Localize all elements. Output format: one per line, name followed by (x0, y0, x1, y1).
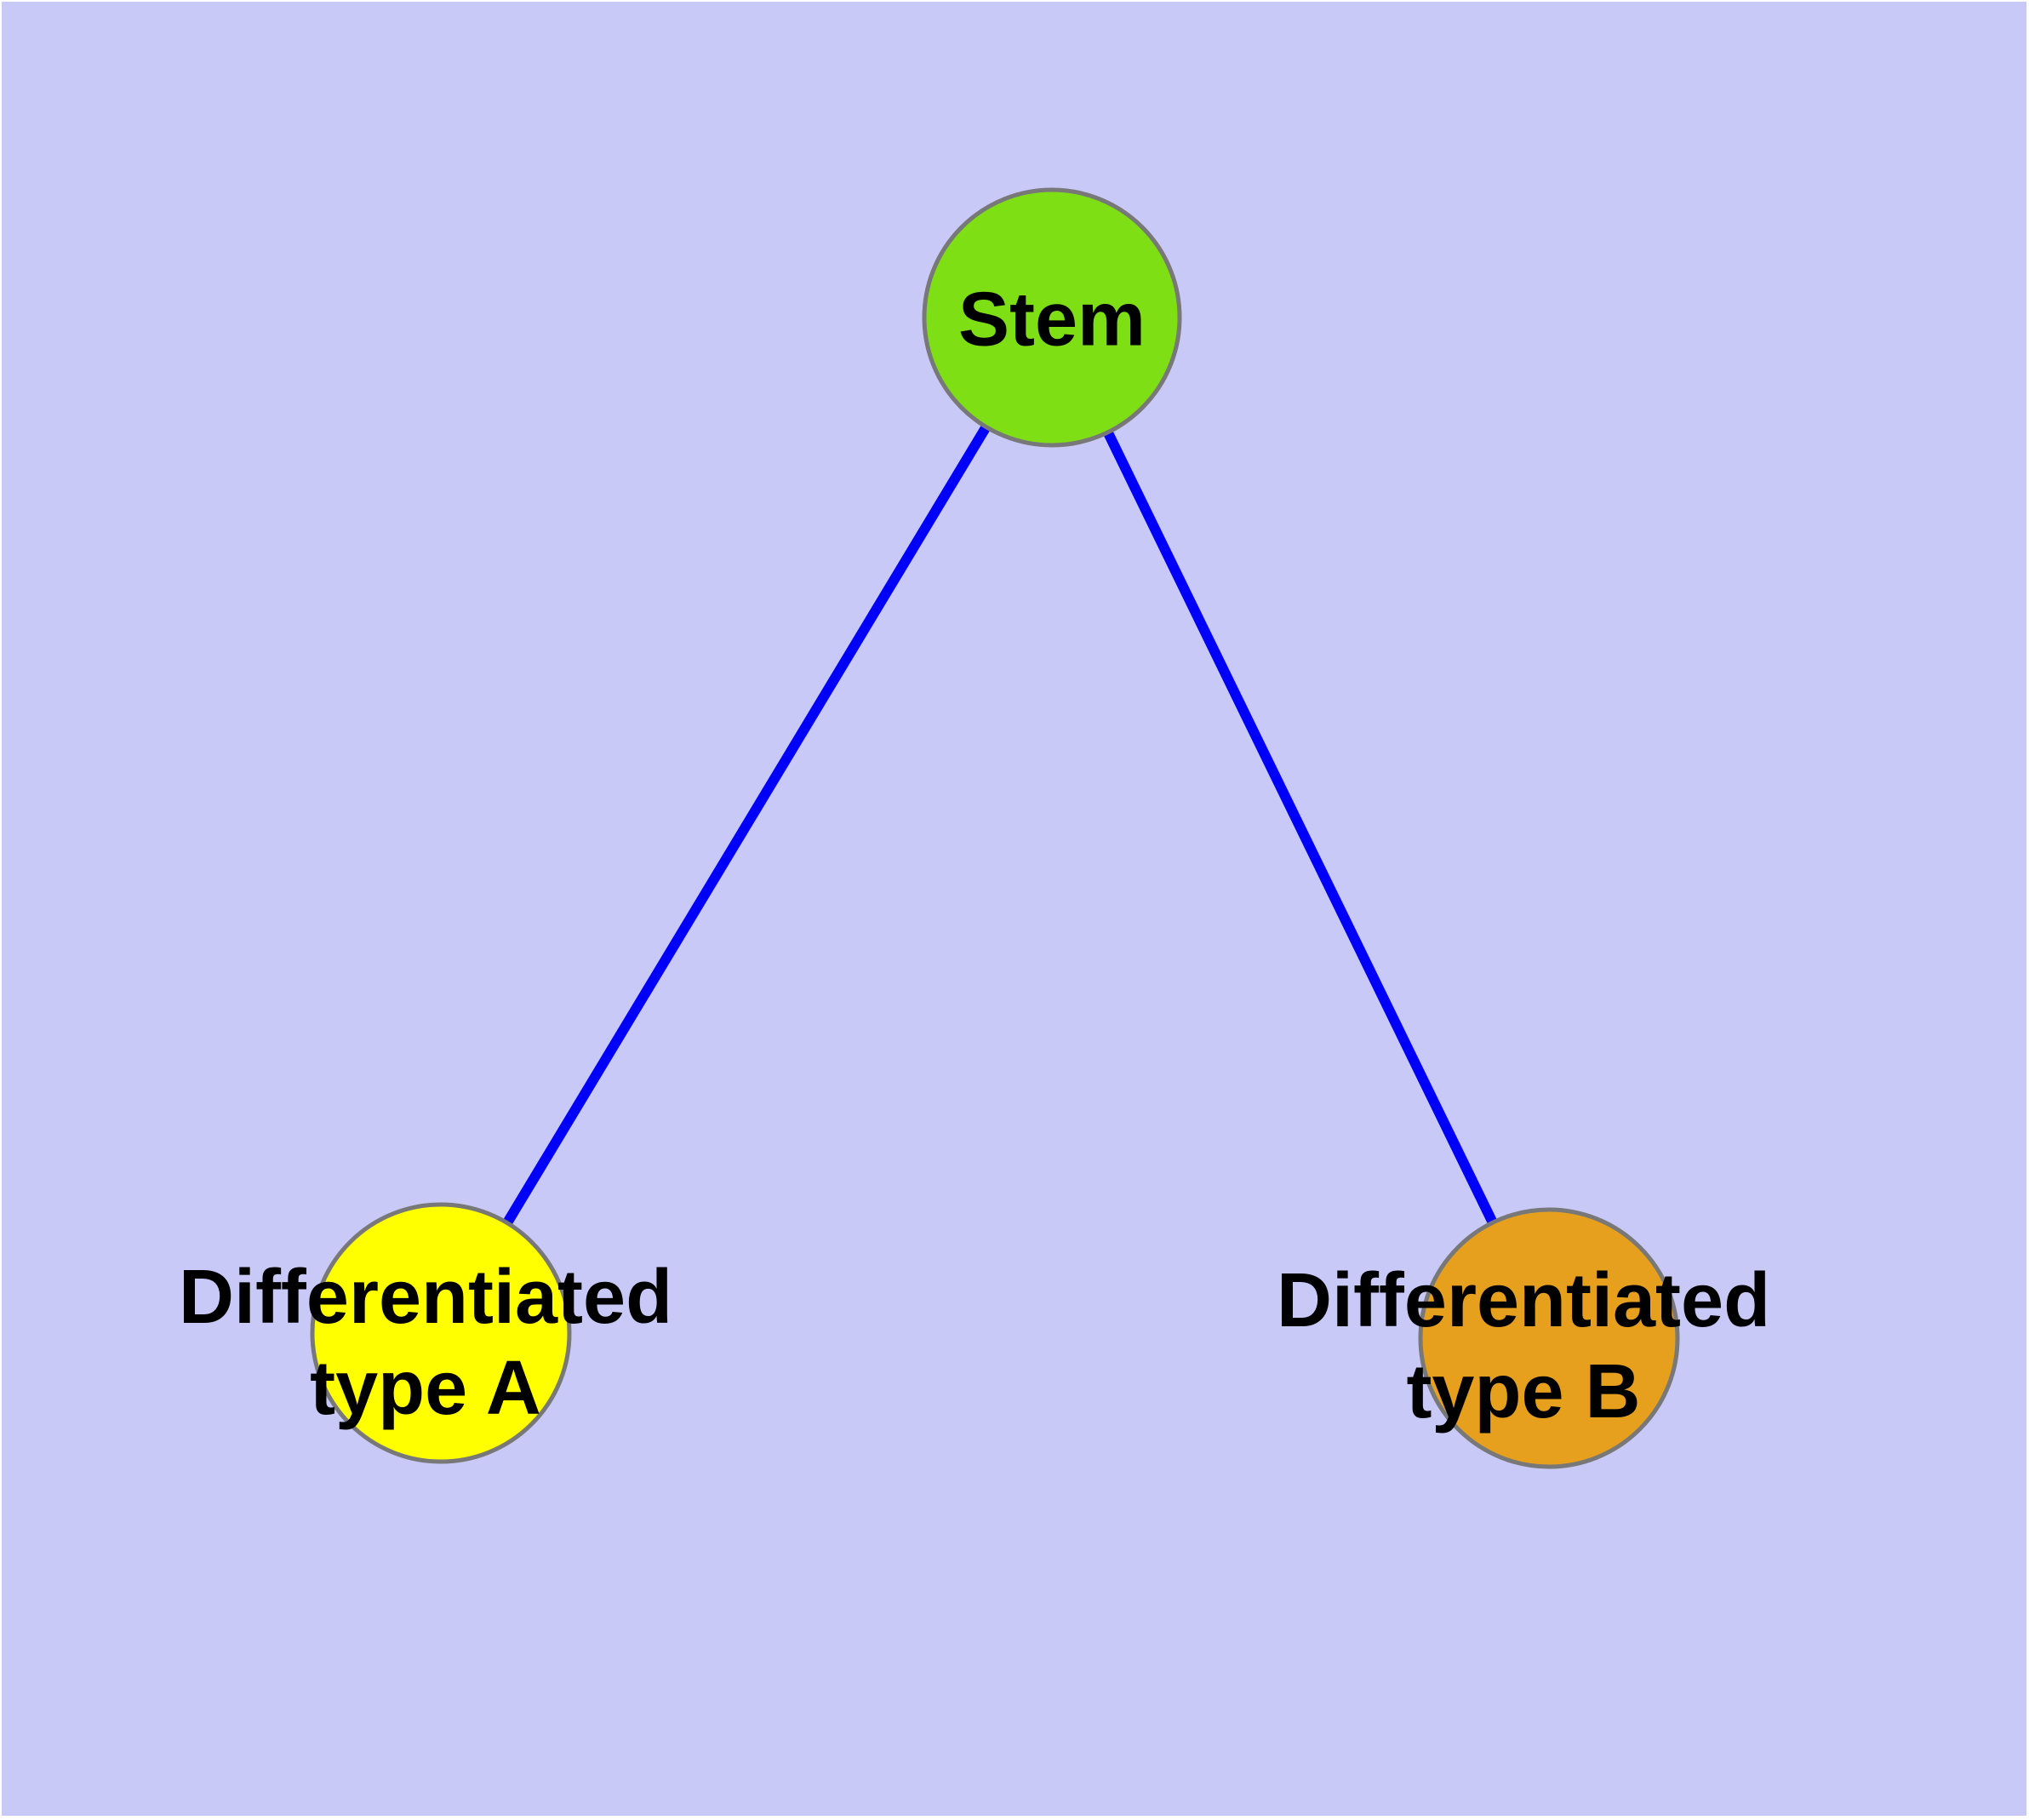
edge-stem-to-type-b (1047, 315, 1554, 1341)
node-differentiated-type-a-circle (310, 1202, 572, 1464)
node-stem-label: Stem (957, 277, 1146, 363)
edge-stem-to-type-a (436, 314, 1057, 1336)
node-differentiated-type-a-label: Differentiated type A (178, 1255, 673, 1431)
node-stem-circle (922, 187, 1182, 448)
node-differentiated-type-b-circle (1418, 1207, 1680, 1469)
node-differentiated-type-b-label: Differentiated type B (1276, 1258, 1771, 1434)
